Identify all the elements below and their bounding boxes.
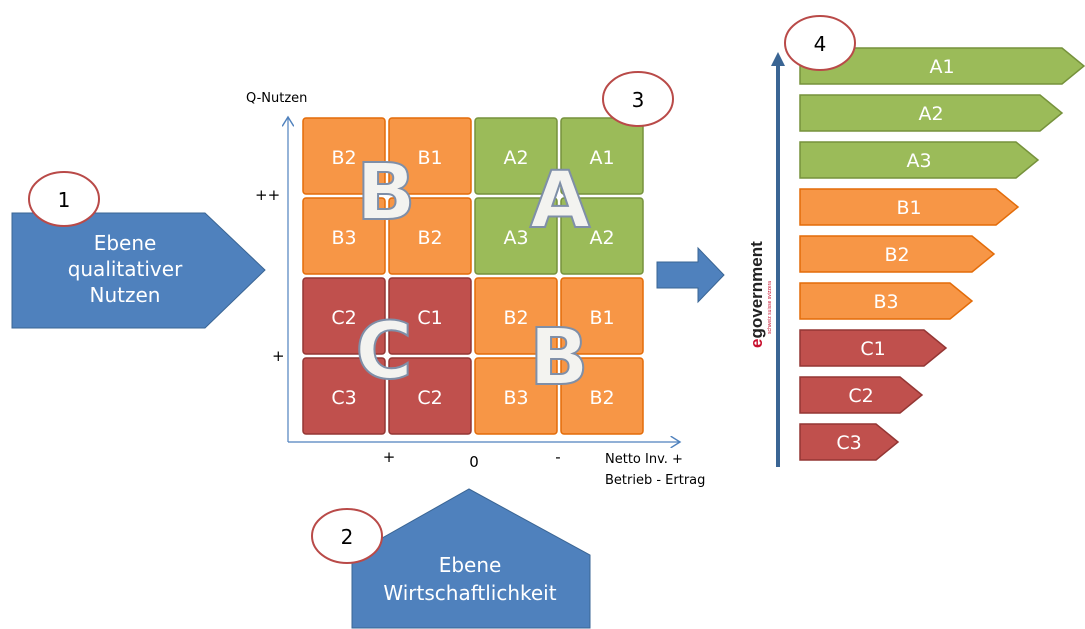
ranking-bar-label: B2 bbox=[884, 244, 909, 266]
ranking-bar-label: A1 bbox=[929, 56, 954, 78]
ranking-bar bbox=[799, 376, 924, 414]
matrix-cell bbox=[302, 277, 386, 355]
matrix-group-letters: B A C B bbox=[354, 147, 591, 404]
x-tick-minus: - bbox=[555, 448, 560, 466]
ranking-bar-label: C3 bbox=[836, 432, 861, 454]
matrix-cell-label: C3 bbox=[331, 387, 356, 409]
ranking-bar bbox=[799, 235, 996, 273]
matrix-cell-label: B2 bbox=[589, 387, 614, 409]
level-1-label-line-3: Nutzen bbox=[90, 283, 161, 307]
matrix-cell-label: B2 bbox=[417, 227, 442, 249]
group-letter-b-bottom: B bbox=[529, 313, 588, 403]
group-letter-a: A bbox=[530, 156, 590, 246]
matrix-cell bbox=[560, 197, 644, 275]
level-2-shape bbox=[351, 488, 591, 629]
matrix-cell bbox=[388, 277, 472, 355]
ranking-bar bbox=[799, 329, 948, 367]
ranking-bar bbox=[799, 282, 974, 320]
x-tick-zero: 0 bbox=[469, 453, 479, 471]
level-1-label-line-1: Ebene bbox=[94, 231, 157, 255]
matrix-cell-label: C2 bbox=[331, 307, 356, 329]
matrix-cell bbox=[302, 357, 386, 435]
ranking-bar bbox=[799, 141, 1040, 179]
ranking-bar bbox=[799, 47, 1085, 85]
logo-government: government bbox=[747, 241, 766, 339]
matrix-cell-label: B1 bbox=[589, 307, 614, 329]
badge-4: 4 bbox=[784, 15, 856, 71]
badge-2-number: 2 bbox=[341, 525, 354, 549]
badge-4-number: 4 bbox=[814, 32, 827, 56]
matrix-cell bbox=[388, 357, 472, 435]
badge-1-number: 1 bbox=[58, 188, 71, 212]
matrix-cell bbox=[560, 117, 644, 195]
badge-3: 3 bbox=[602, 71, 674, 127]
matrix-cell bbox=[474, 117, 558, 195]
ranking-bar-label: B3 bbox=[873, 291, 898, 313]
ranking-bar-label: A3 bbox=[906, 150, 931, 172]
svg-text:egovernment: egovernment bbox=[747, 241, 766, 348]
level-1-label-line-2: qualitativer bbox=[68, 257, 183, 281]
matrix-cell-label: C2 bbox=[417, 387, 442, 409]
matrix-cell-label: C1 bbox=[417, 307, 442, 329]
matrix-axes: Q-Nutzen ++ + + 0 - Netto Inv. + Betrieb… bbox=[246, 91, 705, 488]
level-1-shape bbox=[11, 212, 266, 329]
matrix-cell bbox=[388, 197, 472, 275]
matrix-cell bbox=[474, 197, 558, 275]
matrix-cell bbox=[388, 117, 472, 195]
ranking-bar-label: C1 bbox=[860, 338, 885, 360]
ranking-bar bbox=[799, 94, 1064, 132]
ranking-bar-label: B1 bbox=[896, 197, 921, 219]
matrix-cell bbox=[474, 277, 558, 355]
matrix-cell-label: B1 bbox=[417, 147, 442, 169]
ranking-axis-arrowhead bbox=[771, 52, 785, 66]
group-letter-c: C bbox=[355, 307, 412, 397]
x-axis-label-line-1: Netto Inv. + bbox=[605, 452, 683, 467]
badge-2: 2 bbox=[311, 508, 383, 564]
matrix-cell-label: B2 bbox=[331, 147, 356, 169]
ranking-bar-label: A2 bbox=[918, 103, 943, 125]
ranking-bar bbox=[799, 188, 1020, 226]
matrix-cell bbox=[302, 197, 386, 275]
level-1-qualitative: Ebene qualitativer Nutzen bbox=[11, 212, 266, 329]
badge-1: 1 bbox=[28, 171, 100, 227]
matrix-cell-label: B3 bbox=[503, 387, 528, 409]
y-tick-plus-plus: ++ bbox=[255, 186, 280, 204]
matrix-cell-label: B2 bbox=[503, 307, 528, 329]
ranking-bar-label: C2 bbox=[848, 385, 873, 407]
level-2-economic: Ebene Wirtschaftlichkeit bbox=[351, 488, 591, 629]
matrix-cell bbox=[560, 357, 644, 435]
x-axis-label-line-2: Betrieb - Ertrag bbox=[605, 473, 705, 488]
logo-subtitle: schweiz suisse svizzera bbox=[767, 281, 773, 334]
matrix-cell-label: B3 bbox=[331, 227, 356, 249]
x-tick-plus: + bbox=[383, 448, 396, 466]
group-letter-b-top: B bbox=[356, 148, 415, 238]
y-axis-label: Q-Nutzen bbox=[246, 91, 307, 106]
ranking-bar bbox=[799, 423, 900, 461]
matrix-cell bbox=[474, 357, 558, 435]
level-2-label-line-2: Wirtschaftlichkeit bbox=[383, 581, 556, 605]
y-tick-plus: + bbox=[272, 347, 285, 365]
transition-arrow bbox=[656, 246, 725, 304]
matrix-cell bbox=[560, 277, 644, 355]
matrix-cell-label: A1 bbox=[589, 147, 614, 169]
matrix-cell-label: A2 bbox=[589, 227, 614, 249]
matrix-cell bbox=[302, 117, 386, 195]
matrix-cell-label: A3 bbox=[503, 227, 528, 249]
egovernment-logo: egovernment schweiz suisse svizzera bbox=[747, 241, 773, 348]
matrix-cell-label: A2 bbox=[503, 147, 528, 169]
level-2-label-line-1: Ebene bbox=[439, 553, 502, 577]
logo-e: e bbox=[747, 339, 766, 348]
badge-3-number: 3 bbox=[632, 88, 645, 112]
